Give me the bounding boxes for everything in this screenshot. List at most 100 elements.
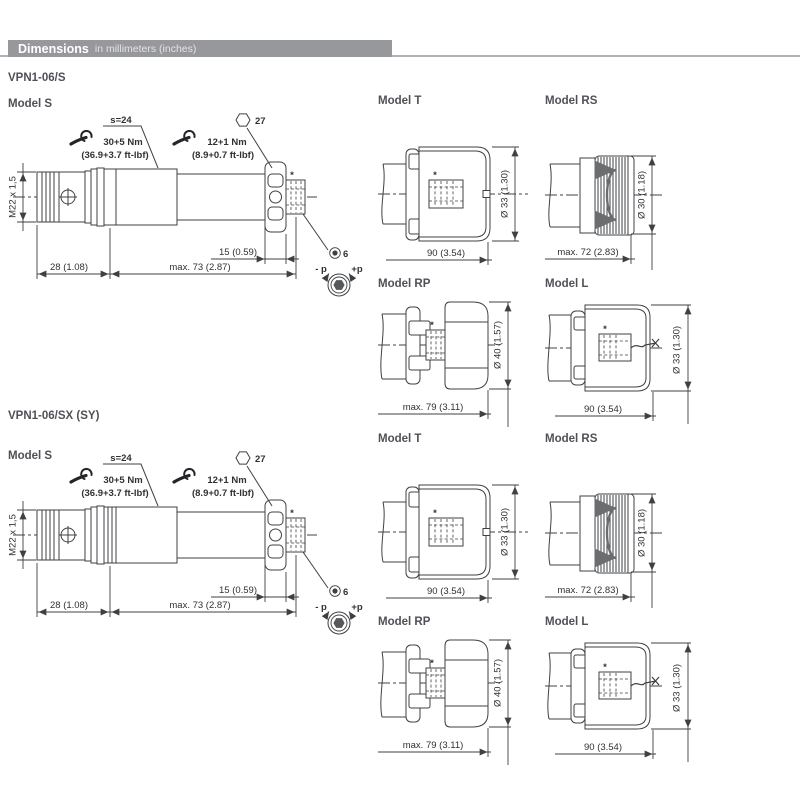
hex-af-icon (235, 451, 251, 465)
torque-value: 30+5 Nm (103, 475, 142, 486)
dim-stub-length: 15 (0.59) (219, 247, 257, 258)
model-rp-drawing: * Ø 40 (1.57) max. 79 (3.11) (378, 301, 512, 427)
dim-length: 90 (3.54) (584, 742, 622, 753)
leader-line (302, 213, 329, 251)
valve-shaft (547, 314, 573, 382)
header-subtitle: in millimeters (inches) (94, 42, 197, 55)
adjust-screw-thread (599, 335, 631, 360)
model-l-label: Model L (545, 616, 589, 628)
flange (405, 306, 421, 385)
dim-stub-length: 15 (0.59) (219, 585, 257, 596)
dimensions-header-bar: Dimensions in millimeters (inches) (8, 40, 392, 57)
dim-port-length: 28 (1.08) (50, 600, 88, 611)
collar-rings (107, 507, 113, 563)
model-s-label: Model S (8, 450, 53, 462)
hex-socket-icon (329, 247, 341, 259)
lock-nut-facet (269, 190, 282, 204)
rotation-arrow-icon (594, 498, 617, 568)
torque-value-ftlbf: (8.9+0.7 ft-lbf) (192, 488, 254, 499)
hand-knob-lobes (445, 321, 488, 369)
model-l-label: Model L (545, 278, 589, 290)
hex-flats-label: s=24 (110, 453, 132, 464)
model-t-drawing: * Ø 33 (1.30) 90 (3.54) (378, 146, 528, 265)
pressure-increase-label: +p (351, 264, 363, 275)
collar (103, 168, 117, 226)
factory-setting-star: * (433, 508, 437, 519)
factory-setting-star: * (290, 170, 294, 181)
thread-rings (41, 172, 60, 222)
pressure-decrease-label: - p (315, 264, 327, 275)
dim-length: 90 (3.54) (427, 586, 465, 597)
cross-hole-axis (59, 526, 77, 544)
cap-wall-boss (482, 190, 491, 198)
hex-af-value: 27 (255, 116, 266, 127)
factory-setting-star: * (430, 658, 434, 669)
torque-value: 12+1 Nm (207, 137, 246, 148)
lock-nut-facet (267, 206, 284, 221)
dim-diameter: Ø 33 (1.30) (672, 326, 683, 374)
dim-length: 90 (3.54) (584, 404, 622, 415)
protective-cap-inner (585, 646, 647, 726)
model-rs-drawing: Ø 30 (1.18) max. 72 (2.83) (545, 155, 663, 270)
adjust-screw-thread (286, 181, 305, 213)
factory-setting-star: * (603, 662, 607, 673)
model-rs-label: Model RS (545, 433, 598, 445)
model-rp-label: Model RP (378, 616, 431, 628)
section-title: VPN1-06/S (8, 72, 66, 84)
valve-shaft (548, 501, 580, 566)
adjust-screw-thread (286, 519, 305, 551)
extension-lines (651, 642, 691, 730)
section-vpn1-06-sx-sy: VPN1-06/SX (SY) Model S * s=24 (0, 404, 800, 774)
hex-body (115, 506, 178, 564)
washer (96, 167, 105, 227)
pressure-increase-label: +p (351, 602, 363, 613)
valve-shaft (380, 313, 408, 380)
extension-lines (651, 304, 691, 392)
model-s-drawing: * s=24 30+5 Nm (36.9+3.7 ft-lbf) 27 12+1… (8, 451, 363, 635)
model-rp-drawing: * Ø 40 (1.57) max. 79 (3.11) (378, 639, 512, 765)
factory-setting-star: * (433, 170, 437, 181)
rotation-arrow-icon (594, 160, 617, 230)
flange (405, 644, 421, 723)
adjustment-knob-icon (321, 611, 357, 635)
torque-value-ftlbf: (36.9+3.7 ft-lbf) (81, 150, 148, 161)
dim-body-length: max. 73 (2.87) (169, 262, 230, 273)
factory-setting-star: * (290, 508, 294, 519)
nut (408, 355, 431, 371)
model-t-label: Model T (378, 95, 422, 107)
adjust-screw-thread (429, 181, 463, 207)
torque-value-ftlbf: (36.9+3.7 ft-lbf) (81, 488, 148, 499)
valve-shaft (380, 651, 408, 718)
leader-line (302, 551, 329, 589)
dim-diameter: Ø 33 (1.30) (500, 508, 511, 556)
model-t-drawing: * Ø 33 (1.30) 90 (3.54) (378, 484, 528, 603)
hand-knob-lobes (445, 659, 488, 707)
torque-wrench-icon (172, 129, 196, 146)
hex-body (115, 168, 178, 226)
model-t-label: Model T (378, 433, 422, 445)
extension-lines (17, 171, 36, 223)
collar (579, 495, 596, 572)
torque-value: 12+1 Nm (207, 475, 246, 486)
lock-nut-facet (267, 544, 284, 559)
dim-diameter: Ø 33 (1.30) (672, 664, 683, 712)
leader-line (246, 127, 273, 169)
collar (103, 506, 117, 564)
washer (96, 505, 105, 565)
extension-lines (489, 639, 511, 728)
adjust-screw-thread (429, 519, 463, 545)
torque-value-ftlbf: (8.9+0.7 ft-lbf) (192, 150, 254, 161)
dim-length: 90 (3.54) (427, 248, 465, 259)
valve-body (176, 173, 266, 221)
leader-line (103, 463, 159, 507)
model-l-drawing: * Ø 33 (1.30) 90 (3.54) (545, 304, 692, 424)
lock-nut-facet (267, 511, 284, 526)
torque-wrench-icon (69, 129, 93, 146)
torque-wrench-icon (172, 467, 196, 484)
hex-flats-label: s=24 (110, 115, 132, 126)
hex-socket-size: 6 (343, 587, 348, 598)
dim-diameter: Ø 40 (1.57) (493, 659, 504, 707)
dim-length: max. 79 (3.11) (403, 740, 464, 751)
adjust-screw (428, 517, 464, 547)
hex-af-icon (235, 113, 251, 127)
